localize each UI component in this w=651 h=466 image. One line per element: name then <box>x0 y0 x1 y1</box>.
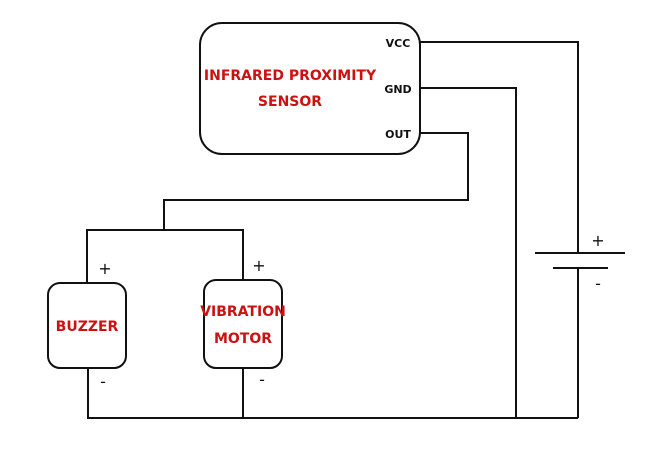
wire-out-to-loads <box>163 132 469 230</box>
buzzer-label: BUZZER <box>56 319 119 335</box>
pin-vcc-label: VCC <box>386 37 411 50</box>
ir-proximity-sensor: INFRARED PROXIMITY SENSOR VCC GND OUT <box>199 22 421 155</box>
battery-symbol: + - <box>535 231 625 293</box>
buzzer-body <box>47 282 127 369</box>
buzzer-minus-sign: - <box>100 372 106 391</box>
battery-minus-sign: - <box>595 274 601 293</box>
buzzer-plus-sign: + <box>98 259 111 278</box>
vibration-motor-component: VIBRATION MOTOR + - <box>200 256 286 389</box>
wire-gnd-to-ground <box>420 87 517 418</box>
motor-label-line2: MOTOR <box>214 331 272 347</box>
wire-load-top-rail <box>86 229 244 283</box>
sensor-body <box>199 22 421 155</box>
wire-vcc-to-battery <box>420 41 579 253</box>
pin-out-label: OUT <box>385 128 411 141</box>
wire-ground-rail <box>87 368 578 419</box>
sensor-label-line1: INFRARED PROXIMITY <box>204 68 377 84</box>
motor-label-line1: VIBRATION <box>200 304 286 320</box>
sensor-label-line2: SENSOR <box>258 94 322 110</box>
wires <box>86 41 579 419</box>
battery-plus-sign: + <box>591 231 604 250</box>
motor-plus-sign: + <box>252 256 265 275</box>
pin-gnd-label: GND <box>384 83 411 96</box>
motor-minus-sign: - <box>259 370 265 389</box>
motor-body <box>203 279 283 369</box>
buzzer-component: BUZZER + - <box>47 259 127 391</box>
